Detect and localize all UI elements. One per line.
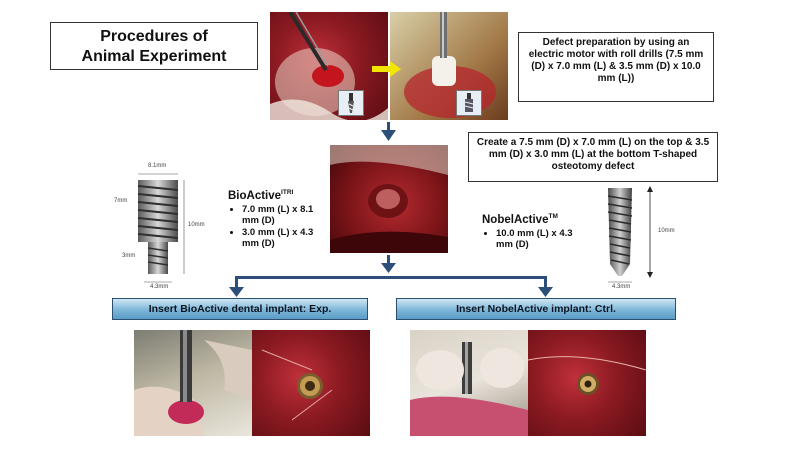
ctrl-group-banner: Insert NobelActive implant: Ctrl. [396, 298, 676, 320]
defect-preparation-note: Defect preparation by using an electric … [518, 32, 714, 102]
down-arrow-1-icon [381, 130, 396, 141]
branch-right-arrow-icon [538, 287, 553, 297]
nobelactive-superscript: TM [548, 213, 558, 220]
ctrl-group-label: Insert NobelActive implant: Ctrl. [456, 303, 616, 315]
bioactive-dim-bottom: 4.3mm [150, 284, 169, 290]
bioactive-heading: BioActiveITRI [228, 186, 326, 203]
branch-right-shaft [544, 276, 547, 289]
bioactive-implant-icon [137, 173, 185, 283]
page-title: Procedures of Animal Experiment [50, 22, 258, 70]
nobelactive-specs: NobelActiveTM 10.0 mm (L) x 4.3 mm (D) [482, 210, 586, 251]
bioactive-spec-list: 7.0 mm (L) x 8.1 mm (D) 3.0 mm (L) x 4.3… [228, 204, 326, 250]
exp-implant-photo [252, 330, 370, 436]
bioactive-superscript: ITRI [281, 189, 294, 196]
down-arrow-2-icon [381, 263, 396, 273]
branch-line [235, 276, 547, 279]
exp-group-label: Insert BioActive dental implant: Exp. [148, 303, 332, 315]
down-arrow-2-shaft [387, 255, 390, 265]
bioactive-dim-top: 8.1mm [148, 163, 167, 169]
nobelactive-name: NobelActive [482, 213, 549, 226]
osteotomy-defect-text: Create a 7.5 mm (D) x 7.0 mm (L) on the … [476, 137, 710, 172]
bioactive-name: BioActive [228, 189, 282, 202]
exp-group-banner: Insert BioActive dental implant: Exp. [112, 298, 368, 320]
nobelactive-implant-icon [607, 186, 653, 283]
bioactive-dim-total: 10mm [188, 222, 205, 228]
down-arrow-1-shaft [387, 122, 390, 132]
osteotomy-defect-note: Create a 7.5 mm (D) x 7.0 mm (L) on the … [468, 132, 718, 182]
bioactive-specs: BioActiveITRI 7.0 mm (L) x 8.1 mm (D) 3.… [228, 186, 326, 250]
ctrl-implant-photo [528, 330, 646, 436]
bioactive-spec-item: 7.0 mm (L) x 8.1 mm (D) [242, 204, 326, 227]
branch-left-arrow-icon [229, 287, 244, 297]
bioactive-implant-diagram: 8.1mm 7mm 3mm 10mm 4.3mm [108, 160, 212, 290]
title-text: Procedures of Animal Experiment [81, 28, 227, 65]
nobelactive-heading: NobelActiveTM [482, 210, 586, 227]
bioactive-spec-item: 3.0 mm (L) x 4.3 mm (D) [242, 227, 326, 250]
nobelactive-implant-diagram: 10mm 4.3mm [600, 184, 690, 294]
nobelactive-spec-list: 10.0 mm (L) x 4.3 mm (D) [482, 228, 586, 251]
drill-icon [338, 90, 364, 116]
defect-photo [330, 145, 448, 253]
nobelactive-dim-bottom: 4.3mm [612, 284, 631, 290]
roll-drill-icon [456, 90, 482, 116]
drill-scene-left [270, 12, 388, 120]
drilling-photo-left [270, 12, 388, 120]
yellow-arrow-icon [372, 61, 401, 77]
branch-left-shaft [235, 276, 238, 289]
ctrl-insertion-photo [410, 330, 528, 436]
exp-insertion-photo [134, 330, 252, 436]
defect-preparation-text: Defect preparation by using an electric … [528, 37, 704, 84]
bioactive-dim-lower: 3mm [122, 253, 136, 259]
nobelactive-spec-item: 10.0 mm (L) x 4.3 mm (D) [496, 228, 586, 251]
bioactive-dim-upper: 7mm [114, 198, 128, 204]
drilling-photo-right [390, 12, 508, 120]
nobelactive-dim-length: 10mm [658, 228, 675, 234]
drill-scene-right [404, 12, 496, 118]
